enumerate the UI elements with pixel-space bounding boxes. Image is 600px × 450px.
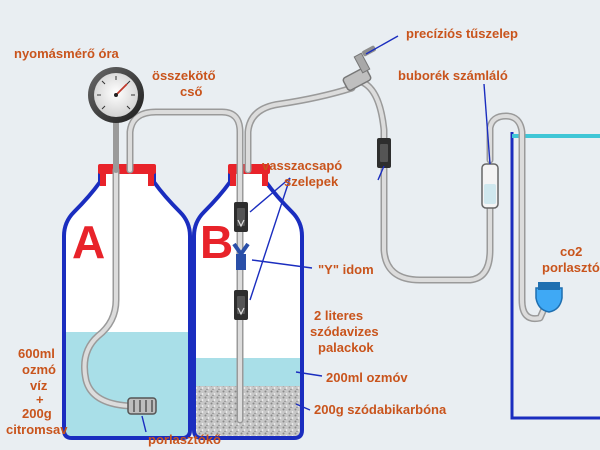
bottle-b-water [196,358,300,386]
check-valve-outlet [377,138,391,168]
needle-valve-icon [342,45,376,91]
label-bottles-1: 2 literes [314,308,363,323]
label-mix-1: 600ml [18,346,55,361]
label-mix-4: + [36,392,44,407]
co2-diffuser-icon [535,282,563,313]
label-mix-3: víz [30,378,48,393]
label-mix-2: ozmó [22,362,56,377]
label-gauge: nyomásmérő óra [14,46,120,61]
bottle-b-letter: B [200,216,233,268]
label-check-valves-1: vasszacsapó [262,158,342,173]
label-diffuser-stone: porlasztókő [148,432,221,447]
bubble-counter-icon [481,163,499,209]
check-valve-upper [234,202,248,232]
label-bottles-3: palackok [318,340,374,355]
label-connector-1: összekötő [152,68,216,83]
label-mix-5: 200g [22,406,52,421]
bottle-a-water [66,332,188,436]
pressure-gauge-icon [88,67,144,123]
leader-lines [141,35,491,433]
label-co2-2: porlasztó [542,260,600,275]
label-needle-valve: precíziós tűszelep [406,26,518,41]
label-co2-1: co2 [560,244,582,259]
label-y-fitting: "Y" idom [318,262,374,277]
tubing [81,78,552,424]
label-water-b: 200ml ozmóv [326,370,408,385]
bottle-b-soda [196,386,300,436]
label-bubble-counter: buborék számláló [398,68,508,83]
label-bottles-2: szódavizes [310,324,379,339]
label-check-valves-2: szelepek [284,174,339,189]
check-valve-lower [234,290,248,320]
label-connector-2: cső [180,84,202,99]
label-mix-6: citromsav [6,422,68,437]
bottle-a [62,164,192,440]
y-fitting-icon [232,242,250,270]
bottle-a-letter: A [72,216,105,268]
aquarium-tank [510,132,600,420]
label-soda: 200g szódabikarbóna [314,402,447,417]
diffuser-stone [127,397,157,415]
